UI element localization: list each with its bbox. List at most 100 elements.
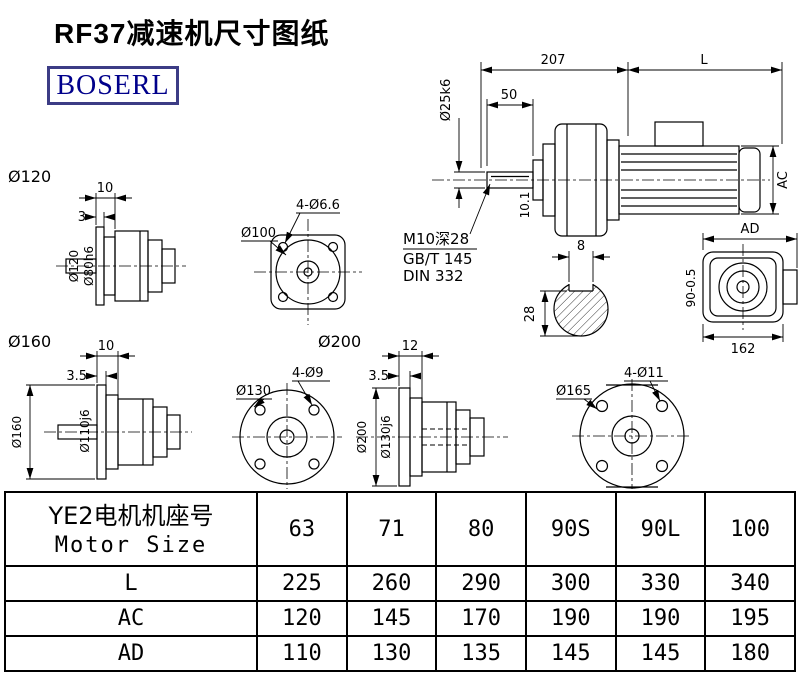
cell-AC-3: 190 (524, 600, 617, 637)
flange120-side-view: Ø120 10 3 Ø120 Ø (8, 167, 186, 306)
dim-AD: AD (702, 222, 798, 268)
bolt-hole (327, 241, 339, 253)
motor-size-63: 63 (256, 491, 348, 567)
motor-size-80: 80 (435, 491, 527, 567)
bolt-hole (655, 459, 669, 473)
cell-L-5: 340 (704, 565, 796, 602)
cell-L-4: 330 (614, 565, 707, 602)
terminal-box (654, 121, 704, 147)
dim-AD-label: AD (741, 222, 760, 237)
dim-AC-label: AC (776, 171, 791, 189)
shaft-dia-label: Ø25k6 (439, 79, 454, 122)
cell-AC-5: 195 (704, 600, 796, 637)
cell-AC-1: 145 (345, 600, 438, 637)
bolt-hole (595, 459, 609, 473)
note-bolt-holes: 4-Ø11 (624, 366, 668, 402)
shaft-key-section-view: 8 28 (523, 239, 610, 337)
terminal-box-side (782, 269, 798, 305)
bolt-hole (308, 458, 320, 470)
dia-note-label: Ø165 (556, 384, 591, 399)
dim-key-width: 8 (552, 239, 610, 282)
tap-note: M10深28 (403, 230, 469, 248)
dim-12-label: 12 (402, 339, 419, 354)
dia-120-label: Ø120 (67, 250, 81, 282)
dim-10-label: 10 (97, 181, 114, 196)
dim-50-label: 50 (501, 88, 518, 103)
table-row-AD: AD 110 130 135 145 145 180 (4, 635, 796, 672)
dim-162-label: 162 (731, 342, 756, 357)
row-label-AD: AD (4, 635, 258, 672)
table-row-AC: AC 120 145 170 190 190 195 (4, 600, 796, 637)
cell-AD-3: 145 (524, 635, 617, 672)
dim-dia200: Ø200 (355, 387, 397, 487)
fan-cover (738, 147, 761, 213)
dim-dia160: Ø160 (10, 384, 95, 480)
header-cell-motor-size: YE2电机机座号 Motor Size (4, 491, 258, 567)
cell-AD-5: 180 (704, 635, 796, 672)
technical-drawing-canvas: 207 L 50 Ø25k6 10.1 (8, 53, 798, 489)
section-label-160: Ø160 (8, 332, 51, 351)
motor-size-90L: 90L (614, 491, 707, 567)
dim-AC: AC (741, 145, 791, 215)
motor-size-table: YE2电机机座号 Motor Size 63 71 80 90S 90L 100… (4, 491, 796, 672)
note-dia165: Ø165 (556, 384, 598, 410)
dim-162: 162 (702, 324, 784, 357)
row-label-AC: AC (4, 600, 258, 637)
cell-AD-0: 110 (256, 635, 348, 672)
dim-flange-width: 12 (382, 339, 439, 400)
standard-note-gbt: GB/T 145 (403, 250, 473, 268)
cell-AD-2: 135 (435, 635, 527, 672)
dim-3-5-label: 3.5 (66, 369, 87, 384)
motor-size-71: 71 (345, 491, 438, 567)
flange130-front-view: 4-Ø9 Ø130 (232, 366, 342, 489)
cell-L-2: 290 (435, 565, 527, 602)
dim-shaft-dia: Ø25k6 (439, 79, 485, 208)
bolt-hole (327, 291, 339, 303)
dim-flange-step: 3 (78, 210, 115, 235)
dia-note-label: Ø130 (236, 384, 271, 399)
bolt-hole (655, 399, 669, 413)
page-title: RF37减速机尺寸图纸 (54, 18, 330, 49)
dim-207-L: 207 L (480, 53, 783, 168)
bolt-hole (308, 404, 320, 416)
dim-flange-step: 3.5 (368, 369, 421, 396)
cell-AC-4: 190 (614, 600, 707, 637)
dim-207-label: 207 (541, 53, 566, 68)
main-assembly-view: 207 L 50 Ø25k6 10.1 (403, 53, 791, 285)
cell-AC-2: 170 (435, 600, 527, 637)
note-dia130: Ø130 (236, 384, 272, 408)
motor-size-90S: 90S (524, 491, 617, 567)
dim-L-label: L (700, 53, 708, 68)
table-row-L: L 225 260 290 300 330 340 (4, 565, 796, 602)
cell-L-1: 260 (345, 565, 438, 602)
dim-90-label: 90-0.5 (684, 269, 698, 308)
dim-10-1-label: 10.1 (518, 192, 532, 219)
dim-3-5-label: 3.5 (368, 369, 389, 384)
motor-size-100: 100 (704, 491, 796, 567)
motor-rear-view: AD 90-0.5 162 (684, 222, 798, 357)
dia-200-label: Ø200 (355, 421, 369, 453)
note-bolt-holes: 4-Ø9 (292, 366, 330, 406)
holes-note-label: 4-Ø11 (624, 366, 664, 381)
dim-key-height: 28 (523, 290, 579, 337)
dim-50: 50 (486, 88, 534, 166)
dia-80-label: Ø80h6 (82, 246, 96, 286)
dim-flange-width: 10 (79, 181, 132, 229)
flange165-front-view: 4-Ø11 Ø165 (556, 366, 692, 489)
shaft-end-notes: M10深28 GB/T 145 DIN 332 (403, 183, 491, 285)
cell-AC-0: 120 (256, 600, 348, 637)
bolt-hole (254, 404, 266, 416)
bolt-hole (277, 291, 289, 303)
row-label-L: L (4, 565, 258, 602)
cell-AD-1: 130 (345, 635, 438, 672)
dim-flange-width: 10 (80, 339, 135, 397)
dim-8-label: 8 (577, 239, 585, 254)
cell-L-3: 300 (524, 565, 617, 602)
dim-28-label: 28 (523, 306, 538, 323)
note-dia100: Ø100 (241, 226, 287, 256)
note-bolt-holes: 4-Ø6.6 (284, 198, 340, 244)
dia-110-label: Ø110j6 (78, 409, 92, 452)
dim-flange-step: 3.5 (66, 369, 117, 393)
header-title-cn: YE2电机机座号 (48, 501, 214, 530)
header-row: YE2电机机座号 Motor Size 63 71 80 90S 90L 100 (4, 491, 796, 567)
